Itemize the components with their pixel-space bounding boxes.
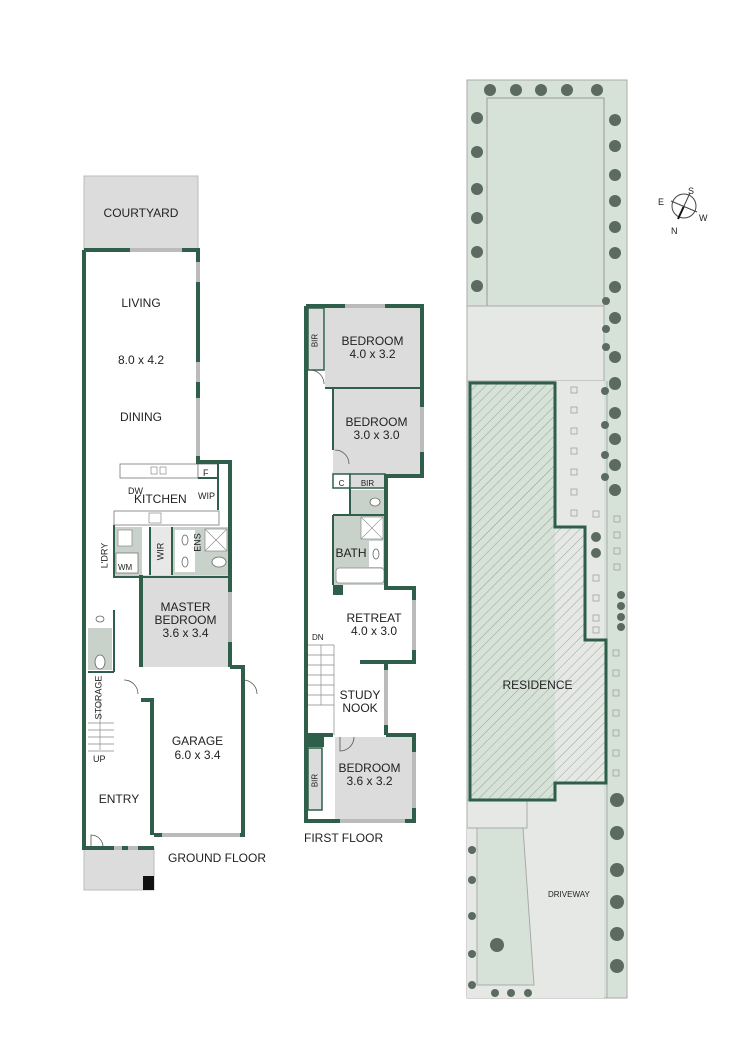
room-master-dims: 3.6 x 3.4 <box>162 626 209 640</box>
room-wip: WIP <box>198 491 215 501</box>
room-entry: ENTRY <box>98 792 140 806</box>
room-study-nook-2: NOOK <box>342 701 378 715</box>
label-wm: WM <box>118 563 133 572</box>
room-kitchen: KITCHEN <box>134 492 187 506</box>
first-floor-drawing <box>304 304 424 823</box>
room-bath: BATH <box>335 546 367 560</box>
room-bedroom-2-dims: 3.0 x 3.0 <box>353 428 400 442</box>
label-dw: DW <box>128 486 143 496</box>
site-residence: RESIDENCE <box>502 678 573 692</box>
room-retreat-dims: 4.0 x 3.0 <box>350 624 398 638</box>
room-living-dims: 8.0 x 4.2 <box>117 353 165 367</box>
room-dining: DINING <box>120 410 162 424</box>
room-bedroom-3-dims: 3.6 x 3.2 <box>346 774 393 788</box>
room-study-nook: STUDY <box>339 688 381 702</box>
room-bir-2: BIR <box>360 479 375 488</box>
compass-n: N <box>671 226 678 236</box>
ground-floor-title: GROUND FLOOR <box>168 851 267 865</box>
room-master-bedroom: MASTER <box>160 600 211 614</box>
room-bedroom-1: BEDROOM <box>341 334 404 348</box>
room-bedroom-3: BEDROOM <box>338 761 401 775</box>
room-garage: GARAGE <box>171 734 224 748</box>
label-fridge: F <box>203 468 209 478</box>
room-garage-dims: 6.0 x 3.4 <box>174 748 221 762</box>
first-floor-plan: BIR BEDROOM 4.0 x 3.2 BEDROOM 3.0 x 3.0 … <box>304 304 424 845</box>
label-dn: DN <box>312 633 324 642</box>
compass-icon <box>670 192 698 220</box>
room-courtyard: COURTYARD <box>103 206 179 220</box>
label-up: UP <box>93 754 106 764</box>
ground-floor-plan: COURTYARD LIVING 8.0 x 4.2 DINING DW KIT… <box>0 0 300 1060</box>
room-retreat: RETREAT <box>346 611 402 625</box>
ground-floor-drawing <box>82 175 258 891</box>
compass-e: E <box>658 197 665 207</box>
room-living: LIVING <box>121 296 161 310</box>
room-master-bedroom-2: BEDROOM <box>154 613 217 627</box>
room-bedroom-2: BEDROOM <box>345 415 408 429</box>
room-bedroom-1-dims: 4.0 x 3.2 <box>349 347 396 361</box>
compass-w: W <box>699 213 708 223</box>
site-driveway: DRIVEWAY <box>548 890 590 899</box>
first-floor-title: FIRST FLOOR <box>304 831 384 845</box>
room-cupboard: C <box>338 479 345 488</box>
compass-s: S <box>688 186 695 196</box>
